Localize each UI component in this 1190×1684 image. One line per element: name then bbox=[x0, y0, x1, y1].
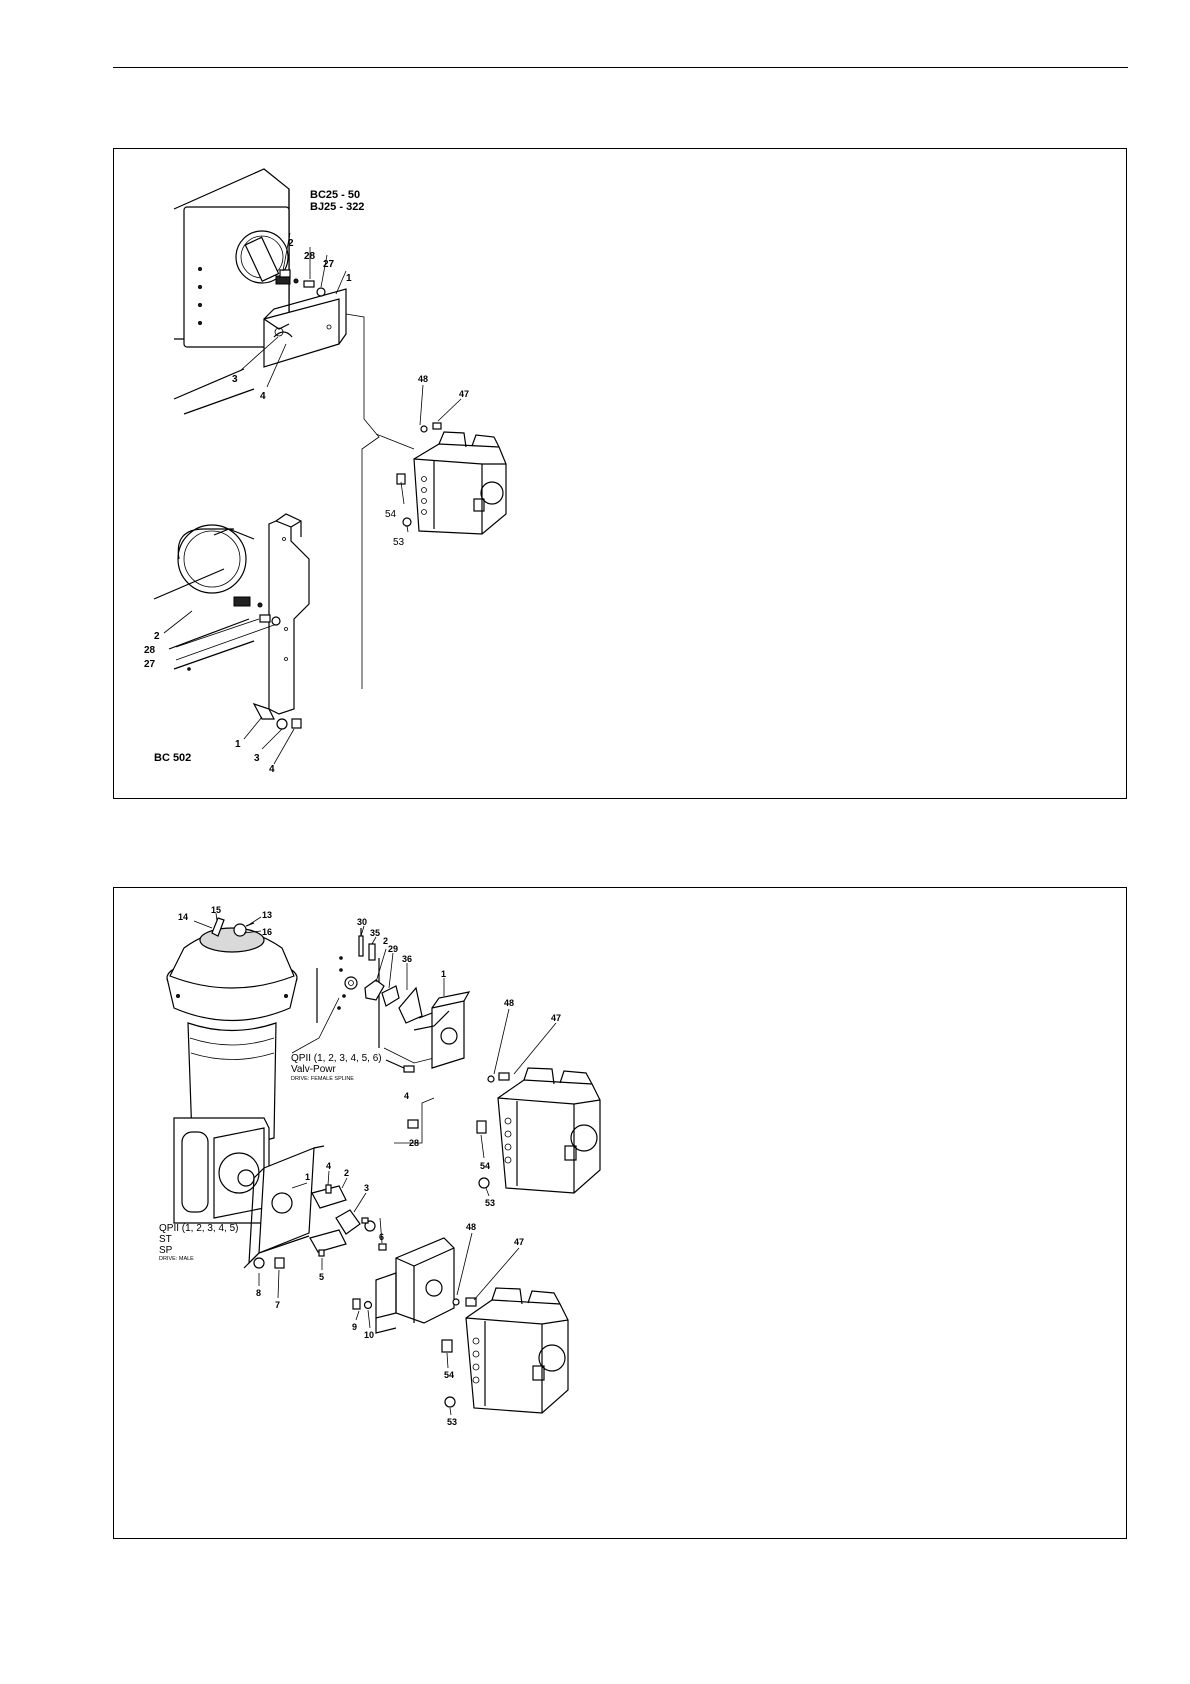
part-label-9: 9 bbox=[352, 1322, 357, 1332]
part-label-27b: 27 bbox=[144, 659, 156, 670]
part-label-28b: 28 bbox=[144, 645, 156, 656]
part-label-6: 6 bbox=[379, 1232, 384, 1242]
qp-bot-line1: QPII (1, 2, 3, 4, 5) bbox=[159, 1223, 238, 1234]
part-label-2b: 2 bbox=[154, 631, 160, 642]
exploded-diagram-bottom: 15 14 13 16 30 35 2 29 36 1 48 47 QPII (… bbox=[113, 887, 1127, 1539]
exploded-diagram-top: BC25 - 50 BJ25 - 322 2 28 27 1 3 4 48 47… bbox=[113, 148, 1127, 799]
part-label-3-low: 3 bbox=[364, 1183, 369, 1193]
assembly-lines-bottom bbox=[292, 928, 434, 1143]
qp-bot-line2: ST bbox=[159, 1234, 172, 1245]
part-label-1-top: 1 bbox=[441, 969, 446, 979]
part-label-29: 29 bbox=[388, 944, 398, 954]
part-label-3: 3 bbox=[232, 374, 238, 385]
part-label-48: 48 bbox=[418, 374, 428, 384]
part-label-7: 7 bbox=[275, 1300, 280, 1310]
part-label-48-top: 48 bbox=[504, 998, 514, 1008]
part-label-36: 36 bbox=[402, 954, 412, 964]
bolts-8-7 bbox=[254, 1258, 284, 1268]
part-label-10: 10 bbox=[364, 1330, 374, 1340]
electric-actuator-bottom-upper bbox=[477, 1068, 600, 1193]
part-label-53-low: 53 bbox=[447, 1417, 457, 1427]
part-label-28: 28 bbox=[304, 251, 316, 262]
part-label-2-low: 2 bbox=[344, 1168, 349, 1178]
bracket-top-bottom-panel bbox=[414, 992, 469, 1068]
part-label-54: 54 bbox=[385, 509, 397, 520]
qp-top-line1: QPII (1, 2, 3, 4, 5, 6) bbox=[291, 1053, 382, 1064]
part-label-4-low: 4 bbox=[326, 1161, 331, 1171]
part-label-8: 8 bbox=[256, 1288, 261, 1298]
diagram-bottom-svg: 15 14 13 16 30 35 2 29 36 1 48 47 QPII (… bbox=[114, 888, 1128, 1540]
model-label-bc25: BC25 - 50 bbox=[310, 189, 360, 201]
part-label-14: 14 bbox=[178, 912, 188, 922]
bolts-4-28-bottom bbox=[386, 1060, 418, 1128]
part-label-5: 5 bbox=[319, 1272, 324, 1282]
valv-powr-actuator bbox=[167, 918, 297, 1144]
part-label-47: 47 bbox=[459, 389, 469, 399]
adapter-plate-lower bbox=[376, 1238, 454, 1333]
coupling-stack-top bbox=[338, 936, 422, 1023]
part-label-15: 15 bbox=[211, 905, 221, 915]
qp-bot-line3: SP bbox=[159, 1245, 173, 1256]
part-label-4-top: 4 bbox=[404, 1091, 409, 1101]
part-label-54-low: 54 bbox=[444, 1370, 454, 1380]
part-label-35: 35 bbox=[370, 928, 380, 938]
qp-top-line2: Valv-Powr bbox=[291, 1064, 336, 1075]
bolts-9-10 bbox=[353, 1299, 372, 1309]
model-label-bj25: BJ25 - 322 bbox=[310, 201, 364, 213]
bolt-3-4-lower bbox=[277, 719, 301, 729]
part-label-27: 27 bbox=[323, 259, 335, 270]
diagram-top-svg: BC25 - 50 BJ25 - 322 2 28 27 1 3 4 48 47… bbox=[114, 149, 1128, 800]
part-label-1: 1 bbox=[346, 273, 352, 284]
part-label-4: 4 bbox=[260, 391, 266, 402]
part-label-16: 16 bbox=[262, 927, 272, 937]
coupling-plates-lower bbox=[310, 1185, 386, 1256]
part-label-1b: 1 bbox=[235, 739, 241, 750]
part-label-54-top: 54 bbox=[480, 1161, 490, 1171]
electric-actuator-top bbox=[397, 423, 506, 534]
qp-bot-line4: DRIVE: MALE bbox=[159, 1256, 194, 1262]
qp-top-line3: DRIVE: FEMALE SPLINE bbox=[291, 1076, 354, 1082]
part-label-28-top: 28 bbox=[409, 1138, 419, 1148]
electric-actuator-bottom-lower bbox=[442, 1288, 568, 1413]
part-label-1-low: 1 bbox=[305, 1172, 310, 1182]
model-label-bc502: BC 502 bbox=[154, 752, 191, 764]
part-label-47-top: 47 bbox=[551, 1013, 561, 1023]
part-label-53-top: 53 bbox=[485, 1198, 495, 1208]
header-rule bbox=[113, 67, 1128, 68]
part-label-3b: 3 bbox=[254, 753, 260, 764]
gear-housing bbox=[174, 1118, 269, 1223]
part-label-48-low: 48 bbox=[466, 1222, 476, 1232]
coupling-lower bbox=[234, 597, 262, 607]
part-label-13: 13 bbox=[262, 910, 272, 920]
part-label-53: 53 bbox=[393, 537, 405, 548]
part-label-30: 30 bbox=[357, 917, 367, 927]
part-label-4b: 4 bbox=[269, 764, 275, 775]
part-label-47-low: 47 bbox=[514, 1237, 524, 1247]
part-label-2: 2 bbox=[288, 238, 294, 249]
